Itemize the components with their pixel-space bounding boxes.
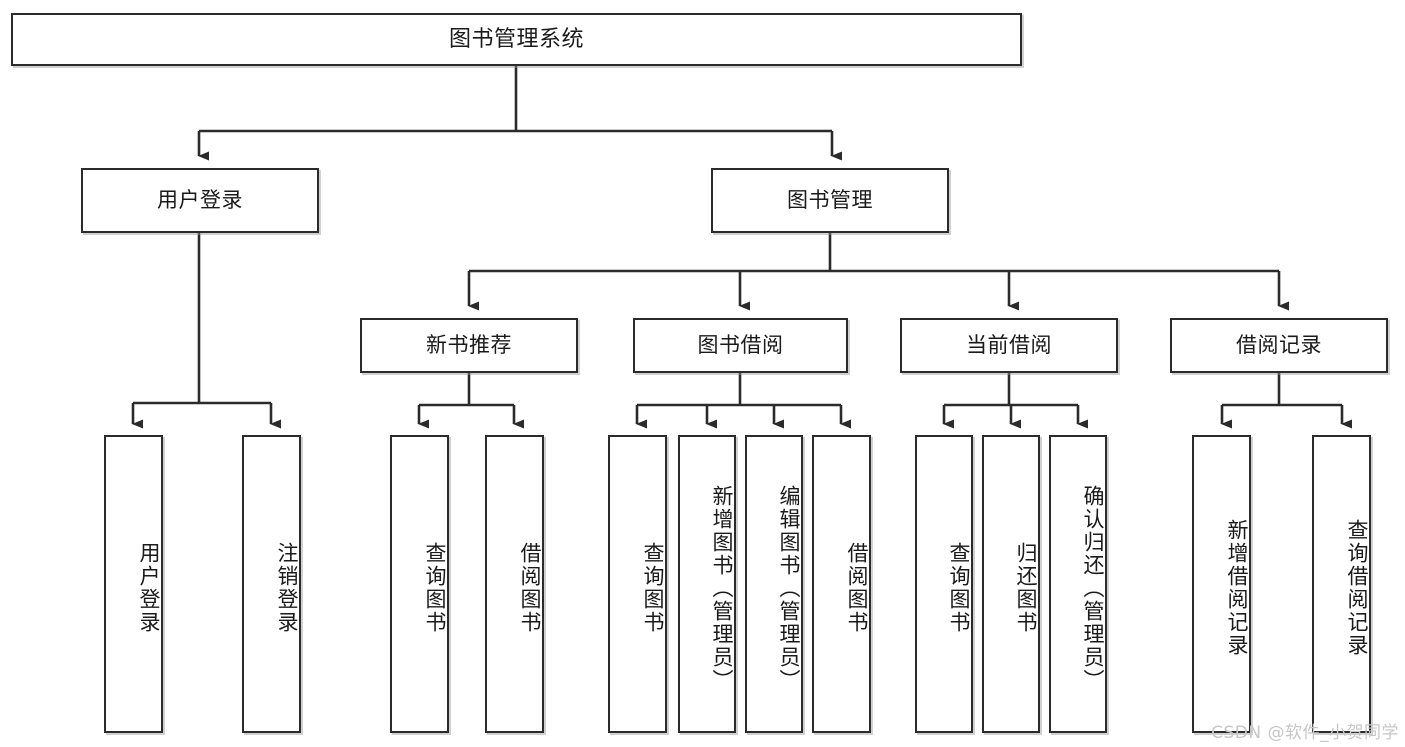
leaf-borrow-record-add[interactable]: 新增借阅记录 [1192, 435, 1251, 733]
leaf-current-borrow-return[interactable]: 归还图书 [982, 435, 1040, 733]
node-root-system[interactable]: 图书管理系统 [11, 13, 1022, 66]
leaf-label: 确认归还（管理员） [1081, 484, 1105, 692]
leaf-label: 归还图书 [1014, 542, 1038, 634]
node-book-borrow[interactable]: 图书借阅 [633, 318, 848, 373]
node-new-book-recommend[interactable]: 新书推荐 [360, 318, 578, 373]
node-book-management[interactable]: 图书管理 [711, 168, 949, 233]
leaf-label: 借阅图书 [518, 542, 542, 634]
node-user-login[interactable]: 用户登录 [81, 168, 319, 233]
leaf-label: 新增借阅记录 [1225, 519, 1249, 657]
leaf-label: 用户登录 [137, 542, 161, 634]
leaf-user-login-login[interactable]: 用户登录 [104, 435, 163, 733]
leaf-label: 查询借阅记录 [1345, 519, 1369, 657]
leaf-current-borrow-query[interactable]: 查询图书 [915, 435, 973, 733]
leaf-book-borrow-edit-admin[interactable]: 编辑图书（管理员） [745, 435, 803, 733]
leaf-label: 注销登录 [275, 542, 299, 634]
leaf-book-borrow-add-admin[interactable]: 新增图书（管理员） [678, 435, 736, 733]
leaf-borrow-record-query[interactable]: 查询借阅记录 [1312, 435, 1371, 733]
leaf-new-book-query[interactable]: 查询图书 [390, 435, 449, 733]
leaf-user-login-logout[interactable]: 注销登录 [242, 435, 301, 733]
leaf-new-book-borrow[interactable]: 借阅图书 [485, 435, 544, 733]
leaf-label: 借阅图书 [845, 542, 869, 634]
node-current-borrow[interactable]: 当前借阅 [900, 318, 1118, 373]
leaf-label: 查询图书 [423, 542, 447, 634]
leaf-label: 编辑图书（管理员） [777, 484, 801, 692]
leaf-book-borrow-borrow[interactable]: 借阅图书 [812, 435, 871, 733]
leaf-book-borrow-query[interactable]: 查询图书 [608, 435, 667, 733]
node-borrow-record[interactable]: 借阅记录 [1170, 318, 1388, 373]
leaf-label: 查询图书 [947, 542, 971, 634]
leaf-label: 新增图书（管理员） [710, 484, 734, 692]
leaf-current-borrow-confirm-admin[interactable]: 确认归还（管理员） [1049, 435, 1107, 733]
leaf-label: 查询图书 [641, 542, 665, 634]
